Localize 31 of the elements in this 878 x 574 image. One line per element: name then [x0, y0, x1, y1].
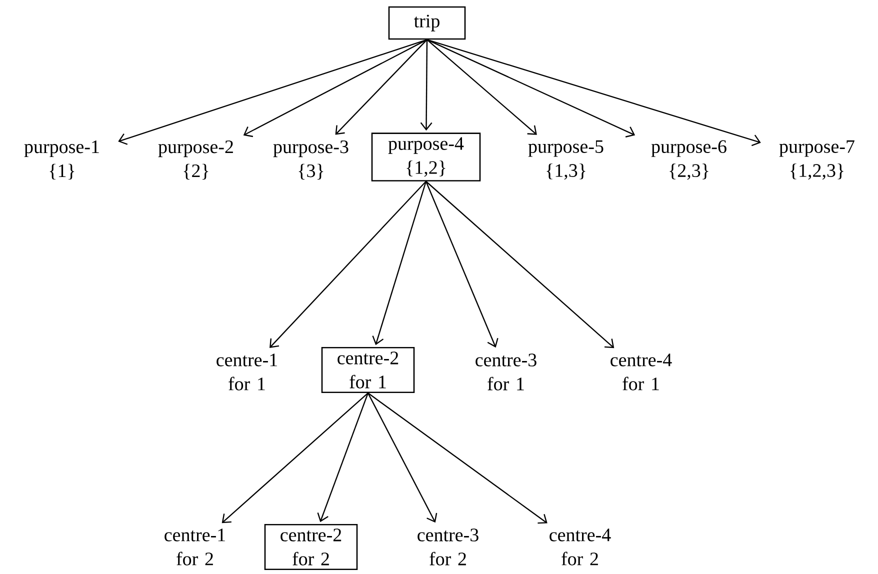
arrow	[372, 181, 427, 346]
arrow	[368, 392, 548, 524]
text-label: centre-3 for 2	[418, 528, 478, 566]
arrow	[118, 39, 428, 145]
boxed-label: centre-2 for 1	[321, 346, 415, 394]
text-label: purpose-5 {1,3}	[528, 140, 604, 180]
text-label: purpose-6 {2,3}	[651, 140, 726, 180]
text-label: purpose-3 {3}	[273, 140, 348, 180]
text-label: centre-3 for 1	[476, 354, 536, 390]
arrow	[426, 180, 614, 348]
arrow	[426, 39, 636, 138]
arrow	[420, 40, 432, 131]
arrow	[425, 181, 498, 348]
arrow	[426, 39, 761, 146]
arrow	[243, 39, 428, 138]
text-label: purpose-1 {1}	[24, 140, 99, 180]
text-label: centre-1 for 1	[216, 354, 277, 390]
arrow	[317, 392, 369, 522]
text-label: centre-4 for 1	[610, 354, 672, 390]
arrow	[426, 39, 537, 135]
arrow	[367, 392, 438, 523]
boxed-label: purpose-4 {1,2}	[371, 132, 481, 182]
boxed-label: trip	[388, 6, 466, 40]
arrow	[270, 180, 426, 348]
text-label: centre-1 for 2	[164, 528, 225, 566]
text-label: purpose-2 {2}	[158, 140, 233, 180]
text-label: purpose-7 {1,2,3}	[779, 140, 854, 180]
text-label: centre-4 for 2	[550, 528, 611, 566]
arrow	[222, 392, 368, 524]
boxed-label: centre-2 for 2	[264, 524, 358, 570]
arrow	[335, 39, 428, 135]
